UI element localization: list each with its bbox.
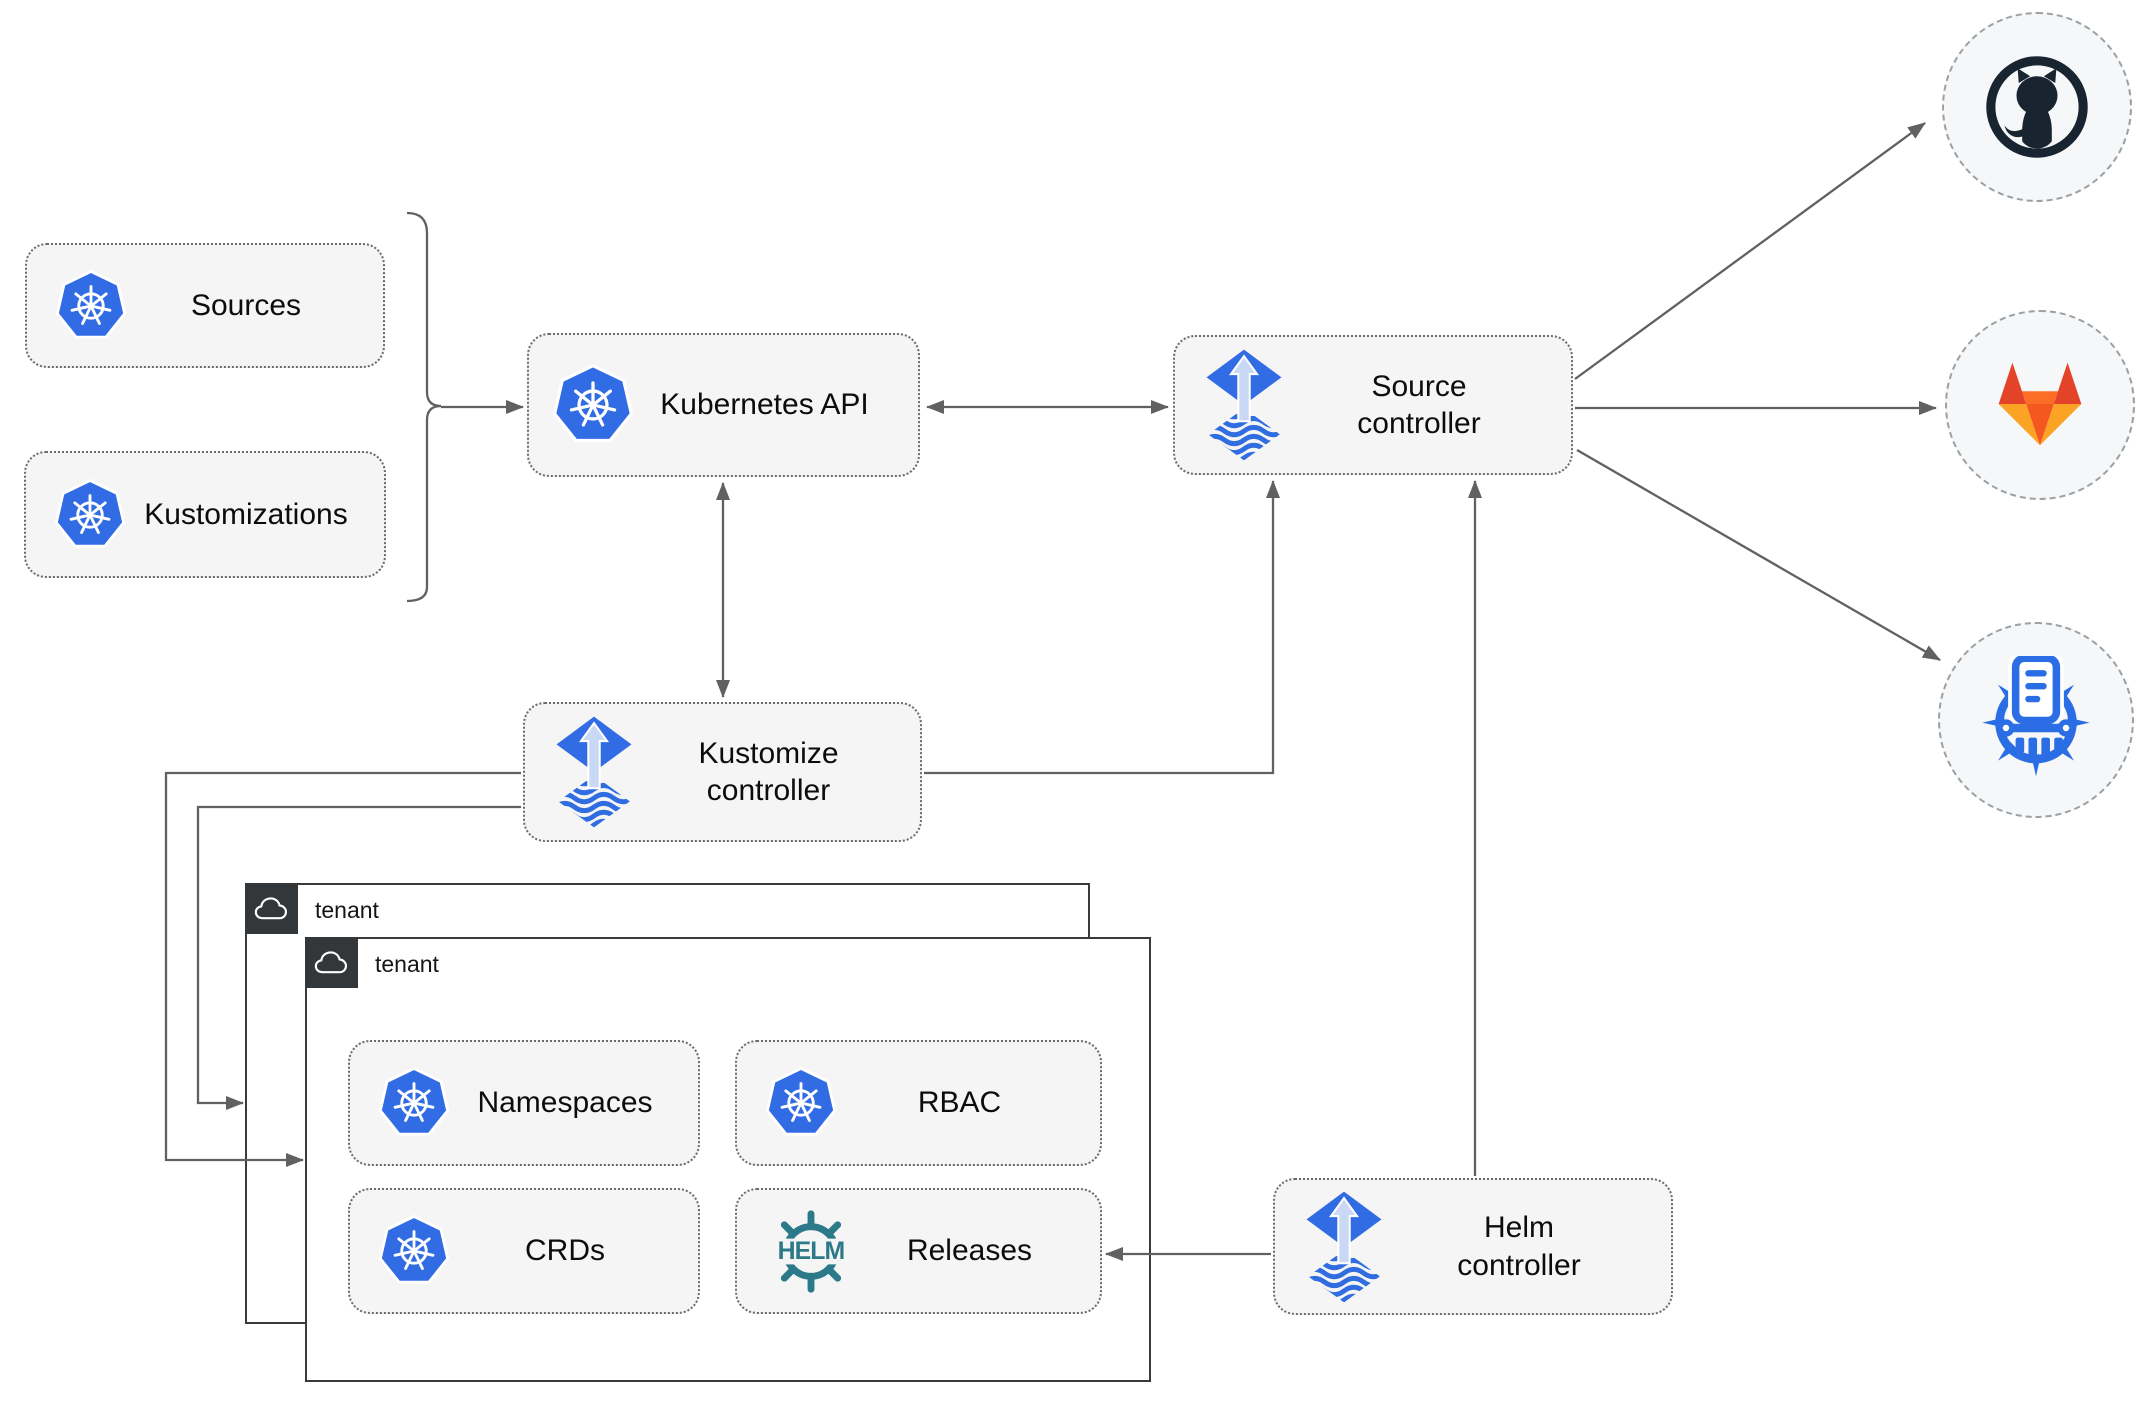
node-label: Kustomize controller	[698, 736, 839, 808]
kubernetes-icon-slot	[378, 1067, 450, 1139]
connector-source-to-github	[1574, 122, 1926, 380]
kubernetes-icon-slot	[765, 1067, 837, 1139]
tenant-label: tenant	[375, 951, 439, 977]
node-label: Namespaces	[477, 1086, 653, 1120]
node-kustomizations: Kustomizations	[24, 451, 386, 578]
helm-icon: HELM	[766, 1209, 856, 1293]
node-kubernetes-api: Kubernetes API	[527, 333, 920, 477]
node-label: Sources	[190, 288, 302, 322]
kubernetes-icon-slot	[378, 1215, 450, 1287]
node-label: Helm controller	[1457, 1211, 1581, 1282]
gitlab-icon	[1998, 362, 2082, 446]
kubernetes-icon	[552, 363, 634, 443]
node-label: RBAC	[917, 1086, 1002, 1120]
tenant-tab	[244, 882, 298, 934]
kubernetes-icon	[55, 269, 127, 339]
flux-icon-slot	[1303, 1190, 1385, 1304]
node-label: Source controller	[1357, 369, 1481, 441]
node-kustomize-controller: Kustomize controller	[523, 702, 922, 842]
github-icon	[1986, 56, 2088, 158]
flux-icon	[1306, 1191, 1382, 1302]
node-rbac: RBAC	[735, 1040, 1102, 1166]
cloud-icon	[254, 896, 288, 919]
helm-icon-slot: HELM	[765, 1209, 857, 1293]
gitlab-icon-slot	[1987, 356, 2093, 454]
kubernetes-icon	[54, 478, 126, 548]
flux-icon	[1206, 349, 1282, 461]
tenant-label: tenant	[315, 897, 379, 923]
node-label: Kubernetes API	[660, 388, 869, 422]
connector-kustomize-to-source-controller	[924, 480, 1280, 775]
node-label: Kustomizations	[144, 497, 348, 531]
node-releases: HELM Releases	[735, 1188, 1102, 1314]
node-namespaces: Namespaces	[348, 1040, 700, 1166]
tenant-tab	[304, 936, 358, 988]
kubernetes-icon	[378, 1067, 450, 1136]
node-label: Releases	[906, 1234, 1033, 1268]
chartmuseum-icon	[1982, 655, 2090, 776]
node-label: CRDs	[525, 1234, 605, 1268]
bracket-sources-group	[406, 211, 442, 603]
flux-icon-slot	[1203, 348, 1285, 462]
kubernetes-icon	[378, 1215, 450, 1284]
flux-icon	[556, 716, 632, 828]
remote-chartmuseum	[1938, 622, 2134, 818]
remote-gitlab	[1945, 310, 2135, 500]
node-sources: Sources	[25, 243, 385, 368]
node-source-controller: Source controller	[1173, 335, 1573, 475]
cloud-icon-slot	[314, 950, 348, 975]
kubernetes-icon-slot	[552, 363, 634, 446]
cloud-icon-slot	[254, 896, 288, 921]
github-icon-slot	[1980, 50, 2094, 164]
connector-source-to-chartmuseum	[1576, 449, 1941, 661]
node-crds: CRDs	[348, 1188, 700, 1314]
flux-icon-slot	[553, 715, 635, 829]
svg-text:HELM: HELM	[778, 1237, 845, 1264]
kubernetes-icon-slot	[54, 478, 126, 551]
remote-github	[1942, 12, 2132, 202]
kubernetes-icon	[765, 1067, 837, 1136]
chartmuseum-icon-slot	[1977, 655, 2095, 785]
kubernetes-icon-slot	[55, 269, 127, 342]
cloud-icon	[314, 950, 348, 973]
node-helm-controller: Helm controller	[1273, 1178, 1673, 1315]
